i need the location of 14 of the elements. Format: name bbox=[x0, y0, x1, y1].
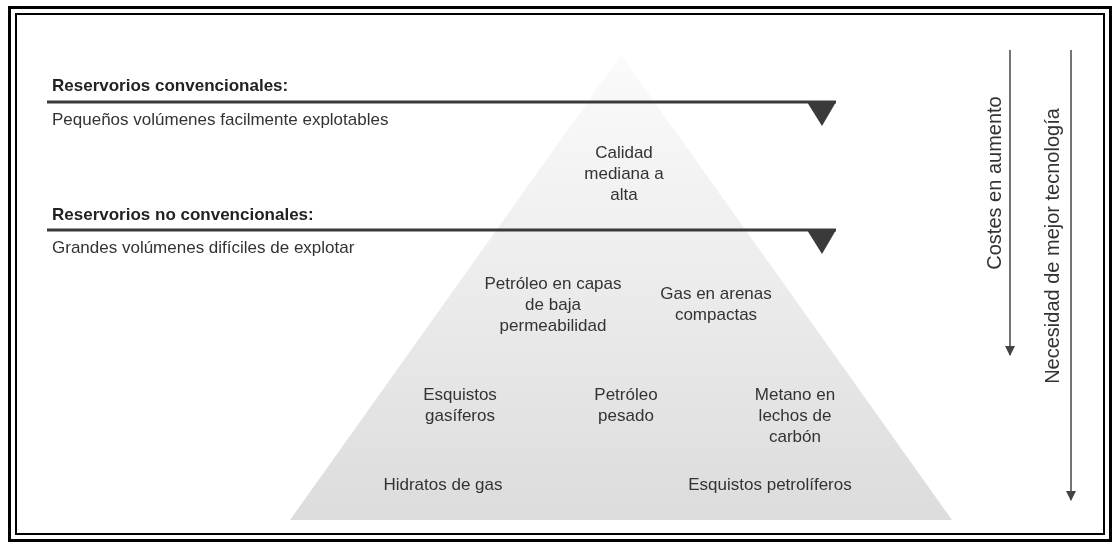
pyramid-label: Esquistos petrolíferos bbox=[687, 473, 853, 495]
pyramid-label: Petróleo pesado bbox=[593, 384, 659, 426]
section-heading: Reservorios no convencionales: bbox=[52, 205, 314, 225]
pyramid-label: Metano en lechos de carbón bbox=[753, 383, 837, 447]
section-description: Pequeños volúmenes facilmente explotables bbox=[52, 110, 389, 130]
pyramid-label: Esquistos gasíferos bbox=[422, 384, 498, 426]
section-description: Grandes volúmenes difíciles de explotar bbox=[52, 238, 355, 258]
pyramid-label: Petróleo en capas de baja permeabilidad bbox=[483, 272, 623, 336]
section-heading: Reservorios convencionales: bbox=[52, 76, 289, 96]
axis-label: Necesidad de mejor tecnología bbox=[1040, 108, 1064, 384]
axis-label: Costes en aumento bbox=[982, 96, 1006, 270]
pyramid-label: Hidratos de gas bbox=[382, 473, 504, 495]
pyramid-label: Calidad mediana a alta bbox=[583, 141, 665, 205]
pyramid-label: Gas en arenas compactas bbox=[659, 283, 773, 325]
